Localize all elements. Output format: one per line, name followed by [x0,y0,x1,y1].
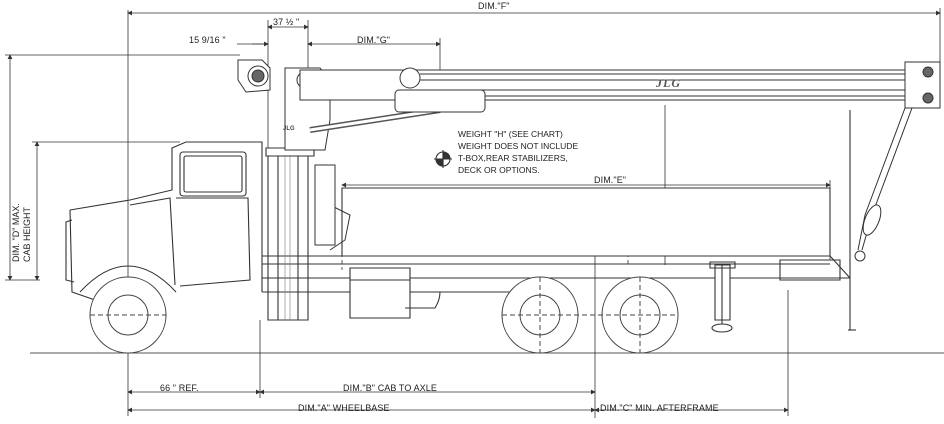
wheels [90,277,678,353]
dim-c-label: DIM."C" MIN. AFTERFRAME [600,403,719,413]
dim-g-label: DIM."G" [357,35,391,45]
truck-body [66,110,856,332]
dim-f-label: DIM."F" [478,1,510,11]
crane [238,60,940,261]
weight-note-line: WEIGHT DOES NOT INCLUDE [458,141,579,151]
weight-note-line: WEIGHT "H" (SEE CHART) [458,129,563,139]
weight-note-line: T-BOX,REAR STABILIZERS, [458,153,568,163]
weight-note: WEIGHT "H" (SEE CHART) WEIGHT DOES NOT I… [458,128,578,176]
jlg-boom-logo: JLG [656,76,681,90]
dim-a-label: DIM."A" WHEELBASE [298,403,390,413]
dim-d-label-1: DIM. "D" MAX. [11,203,21,262]
dim-66-label: 66 " REF. [160,383,199,393]
dim-d-label-2: CAB HEIGHT [22,206,32,262]
jlg-mast-badge: JLG [283,126,295,132]
dim-37-label: 37 ½ " [273,17,300,27]
dimension-lines [5,8,941,418]
column-detail [285,155,290,320]
dim-b-label: DIM."B" CAB TO AXLE [343,383,437,393]
dim-e-label: DIM."E" [594,175,627,185]
weight-note-line: DECK OR OPTIONS. [458,165,540,175]
dim-15-label: 15 9/16 " [189,35,226,45]
